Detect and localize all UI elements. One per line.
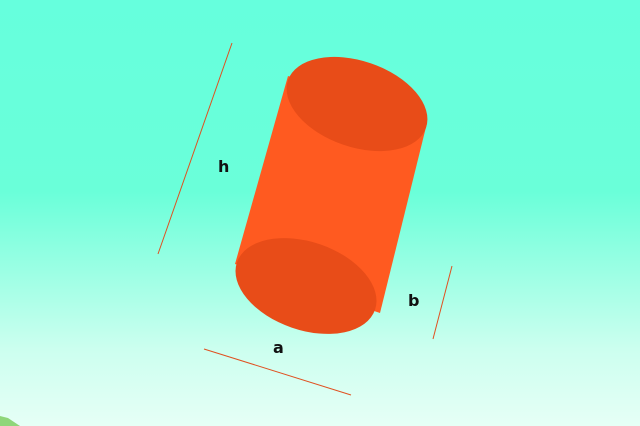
label-width: a <box>273 338 284 357</box>
cylinder-top-cap <box>286 56 428 152</box>
label-depth: b <box>408 291 419 310</box>
dimension-line-height <box>157 42 233 255</box>
dimension-line-depth <box>432 265 453 340</box>
cylinder-bottom-cap <box>235 238 377 334</box>
corner-mark-icon <box>0 416 20 426</box>
dimension-line-width <box>203 348 352 396</box>
label-height: h <box>218 157 229 176</box>
